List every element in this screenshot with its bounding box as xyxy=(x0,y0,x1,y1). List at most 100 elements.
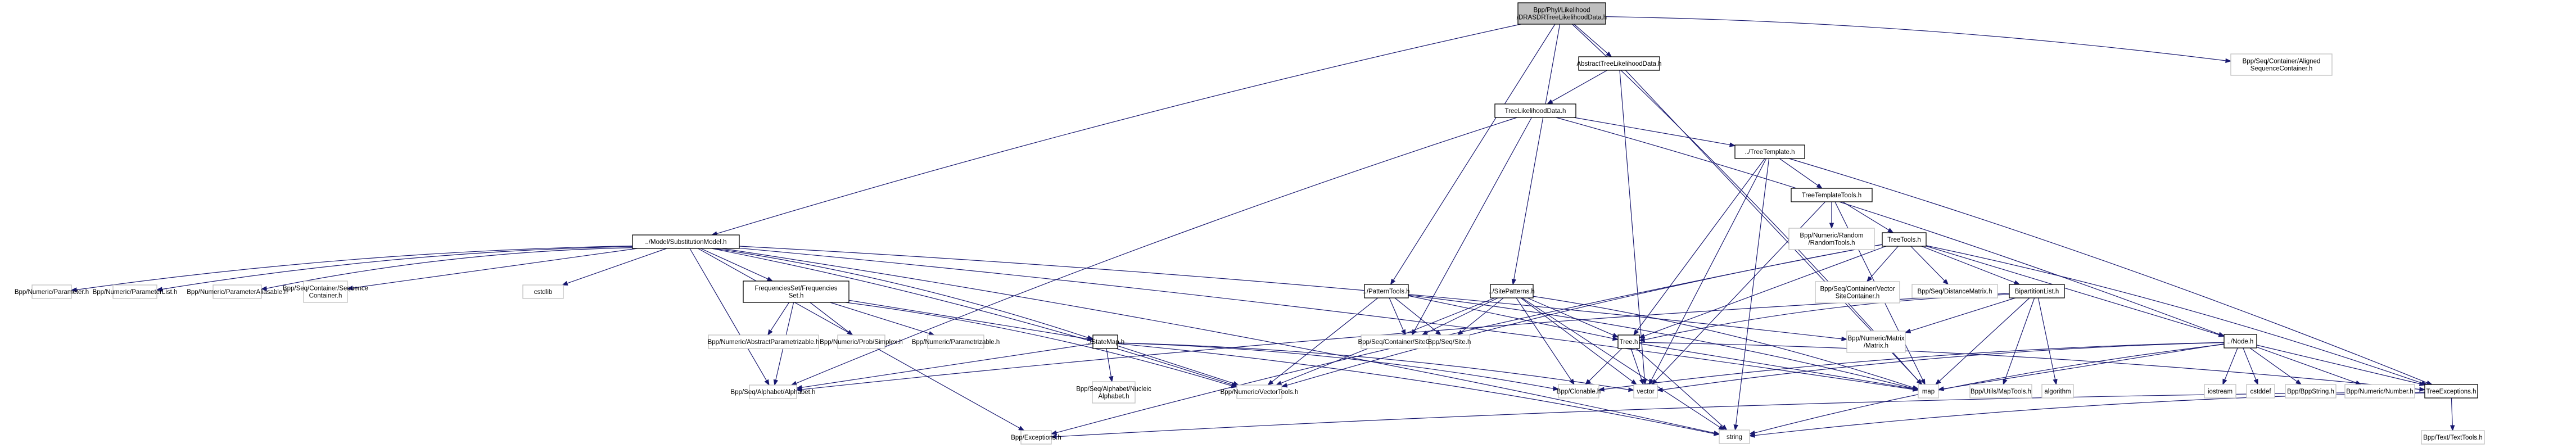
edge-tt-to-ttt xyxy=(1779,158,1823,189)
node-box xyxy=(522,284,564,299)
graph-node-tree[interactable]: Tree.h xyxy=(1617,334,1640,349)
graph-node-parz: Bpp/Numeric/Parametrizable.h xyxy=(912,334,1000,349)
arrowhead-icon xyxy=(1612,333,1619,338)
node-label: Bpp/Numeric/VectorTools.h xyxy=(1221,389,1299,396)
arrowhead-icon xyxy=(1585,379,1591,385)
edge-texc-to-ttools xyxy=(2450,397,2455,432)
graph-node-tt[interactable]: ../TreeTemplate.h xyxy=(1734,144,1805,159)
edge-line xyxy=(1513,24,1561,280)
graph-node-alpha: Bpp/Seq/Alphabet/Alphabet.h xyxy=(731,384,815,399)
arrowhead-icon xyxy=(2295,379,2302,385)
arrowhead-icon xyxy=(1050,430,1057,435)
node-box xyxy=(1719,429,1750,444)
edge-line xyxy=(1842,201,1890,230)
edge-node-to-vector xyxy=(1656,342,2225,392)
edge-node-to-cstddef xyxy=(2243,347,2258,386)
graph-node-node[interactable]: ../Node.h xyxy=(2224,334,2257,349)
edge-line xyxy=(1394,297,1438,332)
edge-line xyxy=(1414,117,1532,331)
graph-node-bpl[interactable]: BipartitionList.h xyxy=(2009,284,2065,298)
graph-node-pt[interactable]: ../PatternTools.h xyxy=(1363,284,1410,298)
arrowhead-icon xyxy=(1887,228,1894,233)
node-label: BipartitionList.h xyxy=(2015,288,2059,295)
node-label: Bpp/Text/TextTools.h xyxy=(2423,435,2482,441)
node-box xyxy=(303,280,348,303)
graph-node-site: Bpp/Seq/Site.h xyxy=(1428,334,1471,349)
node-box xyxy=(213,284,262,299)
graph-node-texc[interactable]: TreeExceptions.h xyxy=(2424,384,2478,399)
graph-node-sp[interactable]: ../SitePatterns.h xyxy=(1489,284,1535,298)
edge-line xyxy=(739,246,1842,340)
edge-line xyxy=(1870,246,1899,278)
graph-node-par: Bpp/Numeric/Parameter.h xyxy=(15,284,89,299)
node-box xyxy=(632,234,740,249)
edge-line xyxy=(1630,348,1642,380)
graph-node-ttt[interactable]: TreeTemplateTools.h xyxy=(1791,188,1873,202)
edge-line xyxy=(830,302,930,334)
edge-line xyxy=(796,117,1517,384)
node-box xyxy=(1633,384,1658,399)
graph-node-smap[interactable]: ../StateMap.h xyxy=(1086,334,1124,349)
edge-line xyxy=(1644,246,1886,337)
edge-root-to-sp xyxy=(1511,24,1561,286)
graph-node-dm: Bpp/Seq/DistanceMatrix.h xyxy=(1911,284,1998,298)
edge-tree-to-map xyxy=(1639,343,1919,391)
graph-node-vt: Bpp/Numeric/VectorTools.h xyxy=(1221,384,1299,399)
arrowhead-icon xyxy=(1639,378,1644,386)
graph-node-atld[interactable]: AbstractTreeLikelihoodData.h xyxy=(1576,56,1662,71)
arrowhead-icon xyxy=(1050,434,1057,440)
graph-node-para: Bpp/Numeric/ParameterAliasable.h xyxy=(187,284,288,299)
node-box xyxy=(31,284,72,299)
edge-trt-to-exc xyxy=(1050,244,1883,435)
node-box xyxy=(1490,284,1534,298)
edge-line xyxy=(1754,343,2225,433)
edge-sm-to-fs xyxy=(701,248,774,282)
node-label: cstddef xyxy=(2250,388,2271,395)
edge-fs-to-apar xyxy=(767,302,790,336)
edge-pt-to-site xyxy=(1394,297,1442,336)
edge-line xyxy=(1056,244,1883,433)
edge-sm-to-para xyxy=(260,247,633,291)
node-label: vector xyxy=(1637,388,1654,395)
node-box xyxy=(1558,384,1599,399)
edge-line xyxy=(2256,346,2357,383)
graph-node-tld[interactable]: TreeLikelihoodData.h xyxy=(1494,103,1576,118)
edge-line xyxy=(1556,117,2220,335)
arrowhead-icon xyxy=(1569,378,1575,386)
edge-line xyxy=(714,248,1088,338)
edge-bpl-to-map xyxy=(1935,297,2030,385)
edge-line xyxy=(1271,297,1379,382)
edge-sp-to-site xyxy=(1457,297,1504,336)
graph-node-simplex: Bpp/Numeric/Prob/Simplex.h xyxy=(820,334,903,349)
node-box xyxy=(1815,281,1900,304)
edge-fs-to-simplex xyxy=(810,302,853,336)
edge-sm-to-matrix xyxy=(739,246,1848,342)
edge-line xyxy=(1574,24,1608,54)
edge-sp-to-vector xyxy=(1520,297,1638,385)
edge-line xyxy=(567,248,667,284)
node-label: Bpp/Numeric/Random xyxy=(1800,233,1863,239)
graph-node-root[interactable]: Bpp/Phyl/Likelihood/DRASDRTreeLikelihood… xyxy=(1517,2,1607,25)
graph-node-algo: algorithm xyxy=(2041,384,2074,399)
edge-pt-to-vt xyxy=(1267,297,1379,386)
node-box xyxy=(1092,334,1118,349)
node-label: iostream xyxy=(2208,388,2232,395)
arrowhead-icon xyxy=(2450,425,2455,432)
graph-node-fs[interactable]: FrequenciesSet/FrequenciesSet.h xyxy=(743,280,849,303)
node-box xyxy=(1092,381,1136,404)
edge-fs-to-smap xyxy=(848,300,1094,342)
edge-pt-to-sc xyxy=(1389,297,1406,336)
arrowhead-icon xyxy=(1829,223,1834,229)
node-label: TreeLikelihoodData.h xyxy=(1505,108,1566,115)
node-box xyxy=(1020,430,1052,445)
arrowhead-icon xyxy=(767,329,773,336)
edge-smap-to-vt xyxy=(1117,345,1240,386)
edge-line xyxy=(739,247,1914,390)
graph-node-sm[interactable]: ../Model/SubstitutionModel.h xyxy=(632,234,740,249)
graph-node-trt[interactable]: TreeTools.h xyxy=(1882,232,1927,247)
edge-line xyxy=(1921,246,2015,283)
arrowhead-icon xyxy=(1656,387,1663,392)
edge-line xyxy=(716,24,1521,234)
edge-trt-to-dm xyxy=(1910,246,1949,285)
node-label: Bpp/Seq/Container/Aligned xyxy=(2243,58,2321,65)
